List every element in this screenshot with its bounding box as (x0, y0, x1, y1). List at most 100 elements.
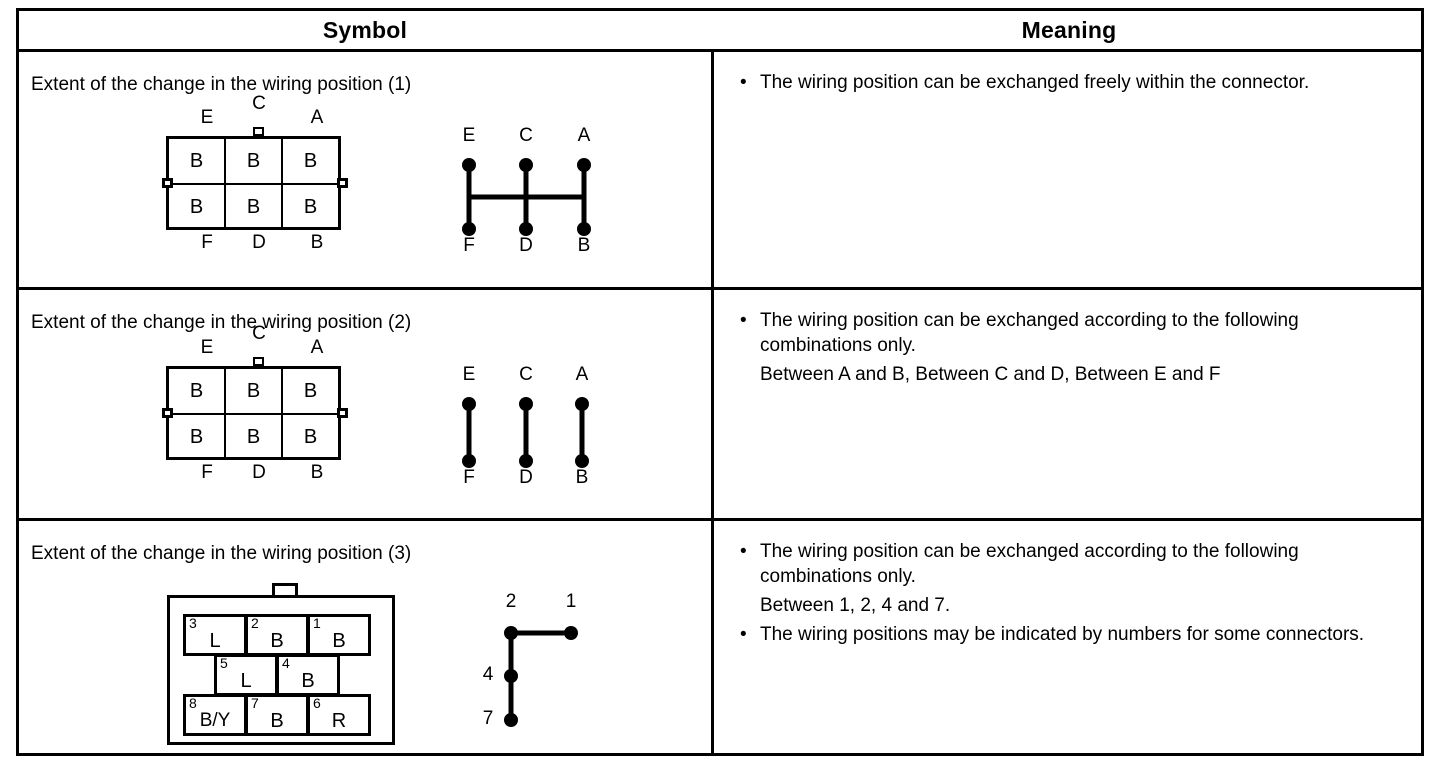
connector-pin-cell: 6 R (307, 694, 371, 736)
meaning-text: The wiring position can be exchanged fre… (760, 72, 1310, 93)
link-label-bottom: D (519, 235, 533, 256)
link-label-bottom: F (463, 467, 475, 488)
row-2-link-diagram (439, 386, 614, 496)
connector-cell: B (226, 185, 283, 229)
bullet-icon: • (740, 310, 747, 331)
connector-label-bottom: B (310, 232, 324, 253)
meaning-bullet-item: • The wiring position can be exchanged a… (734, 308, 1404, 358)
connector-label-bottom: F (201, 232, 213, 253)
row-1-link-diagram (439, 147, 614, 257)
connector-cell: B (169, 415, 226, 459)
row-1-connector-grid: B B B B B B (166, 136, 341, 230)
pin-number: 3 (189, 615, 197, 631)
connector-top-tab-icon (272, 583, 298, 595)
connector-left-latch-icon (162, 408, 173, 418)
connector-label-top: E (200, 337, 214, 358)
column-header-meaning: Meaning (1021, 17, 1117, 43)
row-2-symbol-cell: Extent of the change in the wiring posit… (19, 290, 711, 518)
row-3-title: Extent of the change in the wiring posit… (31, 543, 412, 564)
connector-label-bottom: B (310, 462, 324, 483)
meaning-bullet-item: • The wiring positions may be indicated … (734, 622, 1404, 647)
connector-label-top: A (310, 337, 324, 358)
connector-bottom-row: B B B (169, 415, 338, 459)
meaning-text: The wiring position can be exchanged acc… (760, 541, 1299, 587)
row-3-meaning-cell: • The wiring position can be exchanged a… (714, 521, 1424, 756)
meaning-bullet-item: • The wiring position can be exchanged f… (734, 70, 1404, 95)
pin-value: B (270, 630, 284, 652)
link-label-bottom: D (519, 467, 533, 488)
link-label-pin: 2 (505, 591, 517, 612)
meaning-text: The wiring position can be exchanged acc… (760, 310, 1299, 356)
link-label-bottom: F (463, 235, 475, 256)
row-3-connector-housing: 3 L 2 B 1 B 5 L 4 B (167, 595, 395, 745)
connector-pin-cell: 5 L (214, 654, 278, 696)
meaning-subtext: Between 1, 2, 4 and 7. (760, 595, 951, 616)
connector-pin-cell: 4 B (276, 654, 340, 696)
row-2-connector-grid: B B B B B B (166, 366, 341, 460)
bullet-icon: • (740, 624, 747, 645)
connector-left-latch-icon (162, 178, 173, 188)
pin-value: B/Y (199, 710, 231, 731)
connector-top-row: B B B (169, 369, 338, 415)
connector-top-latch-icon (253, 357, 264, 366)
connector-pin-cell: 7 B (245, 694, 309, 736)
connector-pin-cell: 8 B/Y (183, 694, 247, 736)
pin-number: 7 (251, 695, 259, 711)
connector-label-bottom: D (252, 462, 266, 483)
link-label-top: A (577, 125, 591, 146)
link-label-pin: 4 (482, 664, 494, 685)
connector-cell: B (226, 415, 283, 459)
connector-cell: B (169, 185, 226, 229)
pin-number: 2 (251, 615, 259, 631)
row-3-symbol-cell: Extent of the change in the wiring posit… (19, 521, 711, 756)
link-label-top: A (575, 364, 589, 385)
link-label-pin: 1 (565, 591, 577, 612)
link-label-bottom: B (577, 235, 591, 256)
row-3-link-diagram (489, 613, 599, 738)
link-label-top: E (462, 125, 476, 146)
link-label-top: C (519, 364, 533, 385)
row-1-meaning-cell: • The wiring position can be exchanged f… (714, 52, 1424, 287)
connector-right-latch-icon (337, 408, 348, 418)
pin-value: L (209, 630, 221, 652)
bullet-icon: • (740, 72, 747, 93)
bullet-icon: • (740, 541, 747, 562)
meaning-text: The wiring positions may be indicated by… (760, 624, 1365, 645)
symbol-meaning-table: Symbol Meaning Extent of the change in t… (16, 8, 1424, 756)
row-3-meaning-list: • The wiring position can be exchanged a… (734, 539, 1404, 651)
connector-right-latch-icon (337, 178, 348, 188)
connector-cell: B (303, 150, 318, 172)
connector-cell: B (303, 196, 318, 218)
pin-value: B (270, 710, 284, 732)
connector-label-bottom: F (201, 462, 213, 483)
connector-label-top: A (310, 107, 324, 128)
row-2-title: Extent of the change in the wiring posit… (31, 312, 412, 333)
link-label-pin: 7 (482, 708, 494, 729)
pin-value: R (331, 710, 347, 732)
connector-pin-cell: 2 B (245, 614, 309, 656)
link-label-bottom: B (575, 467, 589, 488)
row-1-title: Extent of the change in the wiring posit… (31, 74, 412, 95)
connector-top-latch-icon (253, 127, 264, 136)
table-header-row: Symbol Meaning (19, 11, 1421, 52)
connector-bottom-row: B B B (169, 185, 338, 229)
row-2-meaning-list: • The wiring position can be exchanged a… (734, 308, 1404, 391)
pin-value: L (240, 670, 252, 692)
column-header-symbol: Symbol (322, 17, 408, 43)
row-2-meaning-cell: • The wiring position can be exchanged a… (714, 290, 1424, 518)
pin-number: 8 (189, 695, 197, 711)
connector-label-top: C (252, 323, 266, 344)
connector-cell: B (303, 426, 318, 448)
pin-value: B (332, 630, 346, 652)
pin-number: 6 (313, 695, 321, 711)
pin-number: 4 (282, 655, 290, 671)
connector-cell: B (169, 369, 226, 413)
column-divider (711, 52, 714, 756)
connector-cell: B (169, 139, 226, 183)
connector-label-top: E (200, 107, 214, 128)
row-1-meaning-list: • The wiring position can be exchanged f… (734, 70, 1404, 99)
connector-cell: B (226, 139, 283, 183)
row-1-symbol-cell: Extent of the change in the wiring posit… (19, 52, 711, 287)
row-divider-1 (19, 287, 1421, 290)
